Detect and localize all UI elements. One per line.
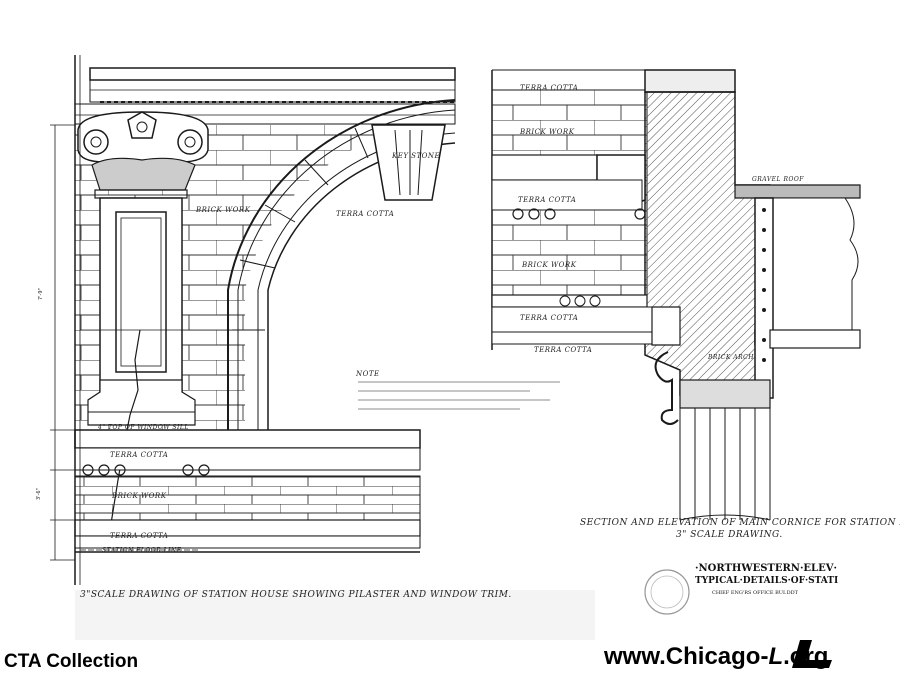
credit-website-logo-letter: L	[768, 643, 784, 670]
label-note: NOTE	[356, 370, 380, 378]
label-brick-arch: BRICK ARCH	[708, 354, 754, 361]
label-brick-work-right-top: BRICK WORK	[520, 128, 575, 136]
svg-text:7'-9": 7'-9"	[38, 288, 44, 300]
label-key-stone: KEY STONE	[392, 152, 441, 160]
label-gravel-roof: GRAVEL ROOF	[752, 176, 804, 183]
left-elevation-drawing: 7'-9" 3'-6"	[36, 55, 595, 640]
label-brick-work-right-mid: BRICK WORK	[522, 261, 577, 269]
label-terra-cotta-left-base: TERRA COTTA	[110, 532, 169, 540]
title-block-line3: CHIEF ENG'RS OFFICE BUI.DDT	[712, 590, 798, 596]
right-cornice-section	[491, 69, 861, 521]
svg-text:3'-6": 3'-6"	[36, 488, 42, 500]
label-floor-line: STATION FLOOR LINE	[102, 547, 182, 554]
label-terra-cotta-right-top: TERRA COTTA	[520, 84, 579, 92]
label-brick-work-left-low: BRICK WORK	[112, 492, 167, 500]
label-terra-cotta-left-sill: TERRA COTTA	[110, 451, 169, 459]
label-terra-cotta-right-bottom: TERRA COTTA	[534, 346, 593, 354]
title-block-line1: ·NORTHWESTERN·ELEV·	[695, 563, 837, 574]
label-window-sill: 4" TOP OF WINDOW SILL	[98, 424, 189, 431]
label-brick-work-left-top: BRICK WORK	[196, 206, 251, 214]
caption-right-drawing: SECTION AND ELEVATION OF MAIN CORNICE FO…	[580, 518, 900, 528]
chicago-l-logo	[792, 640, 832, 668]
credit-website-suffix: .org	[783, 643, 829, 670]
approval-stamp	[644, 569, 690, 615]
note-block	[358, 381, 560, 410]
label-terra-cotta-right-mid: TERRA COTTA	[518, 196, 577, 204]
credit-website: www.Chicago-L.org	[604, 643, 828, 671]
credit-cta-collection: CTA Collection	[4, 651, 139, 672]
label-terra-cotta-right-low: TERRA COTTA	[520, 314, 579, 322]
credit-website-prefix: www.Chicago-	[604, 643, 769, 670]
caption-left-drawing: 3"SCALE DRAWING OF STATION HOUSE SHOWING…	[80, 590, 512, 600]
title-block-line2: TYPICAL·DETAILS·OF·STATI	[695, 576, 839, 586]
caption-right-scale: 3" SCALE DRAWING.	[676, 530, 783, 540]
label-terra-cotta-arch: TERRA COTTA	[336, 210, 395, 218]
